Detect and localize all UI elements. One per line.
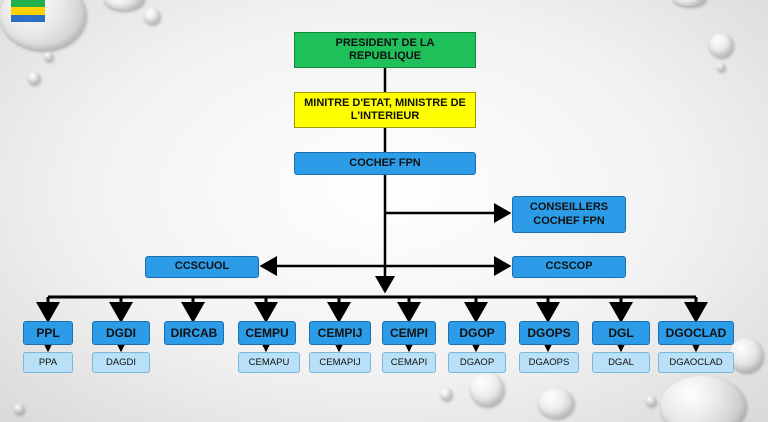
unit-dgop: DGOP	[448, 321, 506, 345]
water-drop	[144, 8, 160, 24]
ccscop-box: CCSCOP	[512, 256, 626, 278]
subunit-dgaop: DGAOP	[448, 352, 506, 373]
gabon-flag-icon	[11, 0, 45, 22]
unit-ppl: PPL	[23, 321, 73, 345]
subunit-dgaops: DGAOPS	[519, 352, 579, 373]
water-drop	[14, 404, 24, 414]
water-drop	[104, 0, 144, 10]
minister-box: MINITRE D'ETAT, MINISTRE DE L'INTERIEUR	[294, 92, 476, 128]
water-drop	[709, 33, 733, 57]
unit-dgoclad: DGOCLAD	[658, 321, 734, 345]
water-drop	[470, 372, 504, 406]
subunit-dgaoclad: DGAOCLAD	[658, 352, 734, 373]
subunit-cemapij: CEMAPIJ	[309, 352, 371, 373]
water-drop	[660, 376, 746, 422]
water-drop	[538, 388, 574, 418]
water-drop	[729, 338, 763, 372]
unit-dgl: DGL	[592, 321, 650, 345]
conseillers-box: CONSEILLERS COCHEF FPN	[512, 196, 626, 233]
water-drop	[28, 72, 40, 84]
water-drop	[646, 396, 656, 406]
unit-dgdi: DGDI	[92, 321, 150, 345]
unit-cempi: CEMPI	[382, 321, 436, 345]
ccscuol-box: CCSCUOL	[145, 256, 259, 278]
president-box: PRESIDENT DE LA REPUBLIQUE	[294, 32, 476, 68]
subunit-dagdi: DAGDI	[92, 352, 150, 373]
subunit-dgal: DGAL	[592, 352, 650, 373]
unit-dgops: DGOPS	[519, 321, 579, 345]
unit-cempu: CEMPU	[238, 321, 296, 345]
subunit-ppa: PPA	[23, 352, 73, 373]
water-drop	[672, 0, 706, 6]
unit-cempij: CEMPIJ	[309, 321, 371, 345]
water-drop	[717, 63, 725, 71]
subunit-cemapu: CEMAPU	[238, 352, 300, 373]
unit-dircab: DIRCAB	[164, 321, 224, 345]
cochef-box: COCHEF FPN	[294, 152, 476, 175]
water-drop	[44, 52, 53, 61]
subunit-cemapi: CEMAPI	[382, 352, 436, 373]
water-drop	[440, 388, 452, 400]
